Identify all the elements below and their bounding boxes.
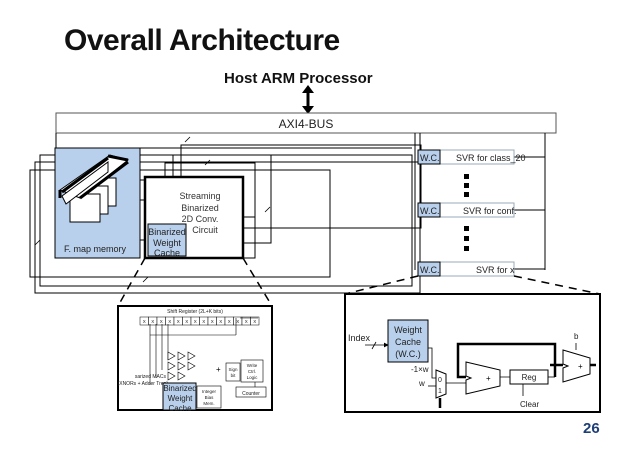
svg-text:(W.C.): (W.C.): [395, 349, 421, 359]
svg-text:Integer: Integer: [202, 389, 217, 394]
svg-text:Cache: Cache: [395, 337, 421, 347]
svg-text:W.C.: W.C.: [420, 153, 440, 163]
shift-cell-label: X: [228, 319, 231, 324]
shift-cell-label: X: [160, 319, 163, 324]
shift-cell-label: X: [245, 319, 248, 324]
shift-cell-label: X: [151, 319, 154, 324]
svg-text:Binarized: Binarized: [148, 227, 186, 237]
svg-text:Cache: Cache: [154, 248, 180, 258]
register-box: [509, 369, 549, 385]
b-label: b: [574, 332, 579, 341]
svg-text:Cache: Cache: [168, 404, 192, 413]
conv-detail-wiring: [149, 317, 258, 390]
fmap-label: F. map memory: [64, 244, 127, 254]
svg-text:(XNORs + Adder Tree): (XNORs + Adder Tree): [118, 381, 169, 387]
svg-text:Streaming: Streaming: [179, 191, 220, 201]
svr-row-3: W.C. SVR for x: [417, 261, 515, 277]
svg-text:Weight: Weight: [153, 238, 181, 248]
svr-row-1: W.C. SVR for class_20: [417, 149, 526, 165]
index-label: Index: [348, 333, 371, 343]
svg-text:Logic: Logic: [247, 375, 259, 380]
shift-cell-label: X: [211, 319, 214, 324]
svg-text:W.C.: W.C.: [420, 206, 440, 216]
clear-label: Clear: [520, 400, 539, 409]
shift-cell-label: X: [143, 319, 146, 324]
sign-bit-box: [225, 362, 241, 382]
svg-text:sarized MACs: sarized MACs: [135, 374, 167, 380]
adder-label: +: [486, 374, 491, 383]
integer-bias-box: [196, 385, 222, 409]
shift-cell-label: X: [177, 319, 180, 324]
svg-text:2D Conv.: 2D Conv.: [182, 214, 219, 224]
svg-text:SVR for class_20: SVR for class_20: [456, 153, 526, 163]
svg-text:Weight: Weight: [394, 325, 422, 335]
mux-top-label: 0: [438, 377, 442, 384]
adder2-label: +: [578, 362, 583, 371]
svg-text:Circuit: Circuit: [192, 225, 218, 235]
adder2-shape: [562, 349, 591, 383]
svg-text:Ctrl.: Ctrl.: [248, 369, 256, 374]
slide-title: Overall Architecture: [64, 24, 340, 57]
weight-cache-block: [147, 223, 187, 257]
shift-cell-label: X: [168, 319, 171, 324]
detail-wc-box: [387, 319, 429, 363]
svr-row-2: W.C. SVR for conf.: [417, 202, 517, 218]
integer-bias-label: Integer Bias Mem.: [202, 389, 217, 406]
write-ctrl-box: [240, 359, 264, 383]
shift-cell: [250, 316, 260, 326]
xnor-gate-icons: [167, 351, 196, 381]
index-wire: [365, 341, 389, 350]
host-bus-arrow: [302, 85, 314, 114]
write-ctrl-label: Write Ctrl. Logic: [247, 363, 259, 380]
neg-w-label: -1×w: [411, 365, 429, 374]
detail-weight-cache: [162, 382, 197, 411]
counter-label: Counter: [242, 391, 260, 397]
svg-text:W.C.: W.C.: [420, 265, 440, 275]
host-processor-label: Host ARM Processor: [224, 70, 373, 87]
shift-cell-label: X: [194, 319, 197, 324]
detail-wc-label: Weight Cache (W.C.): [394, 325, 422, 359]
sign-bit-label: Sign bit: [228, 367, 238, 378]
axi-bus-label: AXI4-BUS: [279, 117, 334, 131]
shift-cell-label: X: [253, 319, 256, 324]
mac-label: sarized MACs (XNORs + Adder Tree): [118, 374, 169, 387]
register-label: Reg: [522, 373, 537, 382]
zoom-dashes: [117, 257, 601, 307]
svg-text:Mem.: Mem.: [203, 401, 214, 406]
fmap-cube-icon: [58, 154, 130, 223]
adder-shape: [465, 361, 501, 395]
svg-text:SVR for x: SVR for x: [476, 265, 515, 275]
svg-text:Sign: Sign: [228, 367, 238, 372]
svg-text:SVR for conf.: SVR for conf.: [463, 206, 517, 216]
adder-plus: +: [216, 365, 221, 374]
page-number: 26: [583, 420, 600, 437]
shift-cell-label: X: [202, 319, 205, 324]
svr-ellipsis-dots: [464, 174, 469, 251]
streaming-conv-label: Streaming Binarized 2D Conv. Circuit: [179, 191, 220, 235]
shift-register-label: Shift Register (2L+K bits): [167, 309, 223, 315]
svg-text:Binarized: Binarized: [181, 203, 219, 213]
detail-weight-cache-label: Binarized Weight Cache: [163, 384, 196, 413]
shift-cell-label: X: [185, 319, 188, 324]
svg-text:Binarized: Binarized: [163, 384, 196, 393]
mux-bottom-label: 1: [438, 388, 442, 395]
svr-detail-panel: [344, 293, 601, 413]
axi-bus: [55, 112, 557, 134]
shift-cell-label: X: [219, 319, 222, 324]
counter-box: [235, 386, 267, 398]
w-label: w: [418, 379, 425, 388]
mux-shape: [435, 369, 447, 399]
svg-text:Bias: Bias: [205, 395, 215, 400]
svg-text:bit: bit: [231, 373, 237, 378]
weight-cache-label: Binarized Weight Cache: [148, 227, 186, 258]
bold-feedback-path: [438, 342, 596, 408]
svg-text:Weight: Weight: [168, 394, 194, 403]
shift-cell-label: X: [236, 319, 239, 324]
svg-text:Write: Write: [247, 363, 258, 368]
